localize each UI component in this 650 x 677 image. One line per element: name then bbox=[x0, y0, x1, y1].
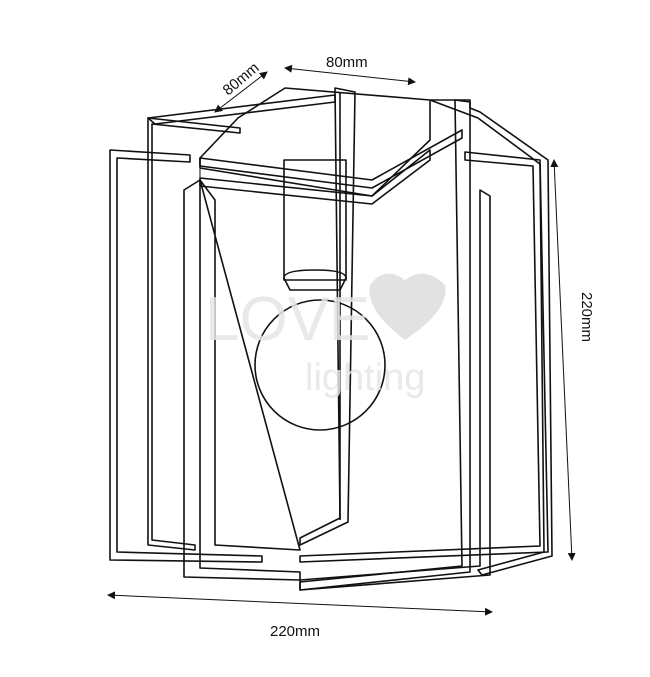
front-frame bbox=[109, 149, 549, 563]
depth-label: 80mm bbox=[220, 59, 263, 99]
svg-text:lighting: lighting bbox=[305, 357, 425, 399]
ceiling-plate bbox=[199, 87, 463, 205]
width-bottom-label: 220mm bbox=[270, 623, 320, 640]
width-top-label: 80mm bbox=[326, 54, 368, 71]
depth-dimension-line bbox=[214, 71, 268, 113]
height-dimension-line bbox=[550, 159, 576, 561]
width-top-dimension-line bbox=[284, 64, 416, 86]
svg-text:LOVE: LOVE bbox=[205, 285, 370, 354]
watermark-logo: LOVE lighting bbox=[205, 273, 446, 399]
height-label: 220mm bbox=[578, 292, 595, 342]
bulb bbox=[254, 299, 386, 431]
socket bbox=[283, 159, 347, 291]
width-bottom-dimension-line bbox=[107, 591, 493, 616]
